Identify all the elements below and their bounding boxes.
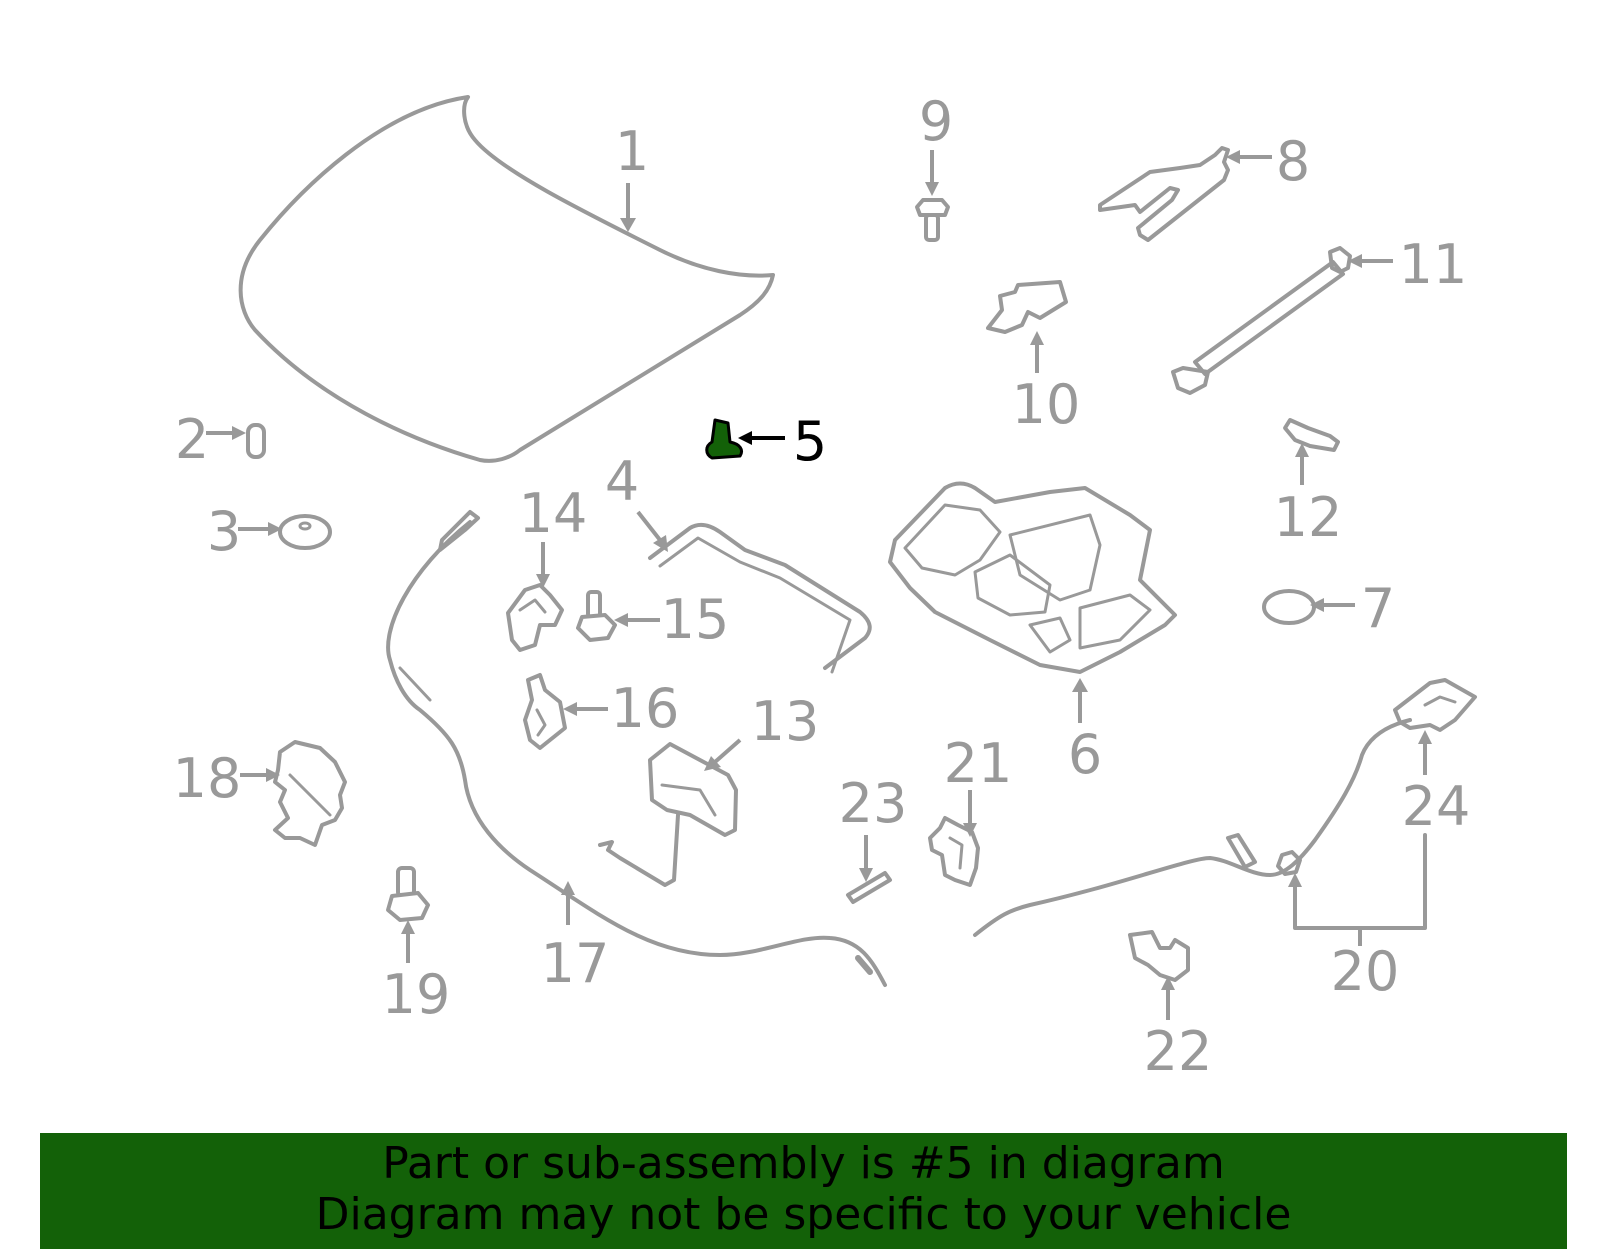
banner-line-2: Diagram may not be specific to your vehi… [315, 1189, 1292, 1240]
callout-18: 18 [173, 747, 242, 810]
part-2-pin[interactable] [246, 423, 266, 459]
part-5-clip-highlighted[interactable] [705, 418, 744, 460]
callout-12: 12 [1274, 486, 1343, 549]
callout-23: 23 [839, 772, 908, 835]
part-8-hinge[interactable] [1098, 146, 1230, 242]
callout-6: 6 [1068, 723, 1102, 786]
callout-20: 20 [1331, 940, 1400, 1003]
part-4-support-rod[interactable] [648, 522, 872, 674]
callout-5: 5 [793, 410, 827, 473]
callout-2: 2 [175, 408, 209, 471]
info-banner: Part or sub-assembly is #5 in diagram Di… [40, 1133, 1567, 1249]
callout-24: 24 [1402, 775, 1471, 838]
callout-11: 11 [1399, 233, 1468, 296]
part-21-latch[interactable] [928, 816, 980, 887]
callout-9: 9 [919, 90, 953, 153]
part-23-strip[interactable] [846, 871, 892, 904]
part-19-bolt[interactable] [386, 866, 430, 922]
callout-15: 15 [661, 588, 730, 651]
part-17-release-cable[interactable] [386, 510, 887, 987]
callout-14: 14 [519, 482, 588, 545]
callout-19: 19 [382, 963, 451, 1026]
callout-8: 8 [1276, 130, 1310, 193]
part-3-grommet[interactable] [278, 514, 332, 550]
callout-4: 4 [605, 450, 639, 513]
part-9-bolt[interactable] [915, 198, 950, 242]
parts-diagram: 1 2 3 4 5 6 7 [173, 90, 1477, 1083]
part-6-hood-insulator[interactable] [888, 481, 1177, 674]
callout-16: 16 [611, 677, 680, 740]
part-16-clip[interactable] [523, 673, 567, 750]
part-20-release-cable[interactable] [973, 718, 1412, 937]
callout-10: 10 [1012, 373, 1081, 436]
part-13-latch[interactable] [598, 742, 738, 887]
part-7-grommet[interactable] [1262, 589, 1316, 625]
banner-line-1: Part or sub-assembly is #5 in diagram [382, 1138, 1225, 1189]
part-24-release-handle[interactable] [1393, 678, 1477, 732]
part-18-latch-bracket[interactable] [273, 740, 347, 847]
part-1-hood[interactable] [238, 95, 775, 463]
callout-1: 1 [615, 120, 649, 183]
part-11-gas-strut[interactable] [1171, 246, 1352, 395]
callout-17: 17 [541, 932, 610, 995]
part-15-screw[interactable] [576, 590, 617, 642]
part-22-bracket[interactable] [1128, 930, 1190, 982]
part-12-bumper[interactable] [1283, 418, 1340, 452]
callout-13: 13 [751, 690, 820, 753]
callout-7: 7 [1361, 577, 1395, 640]
callout-3: 3 [207, 500, 241, 563]
part-10-bracket[interactable] [986, 280, 1068, 334]
callout-22: 22 [1144, 1020, 1213, 1083]
part-14-bracket[interactable] [506, 583, 564, 652]
callout-21: 21 [944, 732, 1013, 795]
